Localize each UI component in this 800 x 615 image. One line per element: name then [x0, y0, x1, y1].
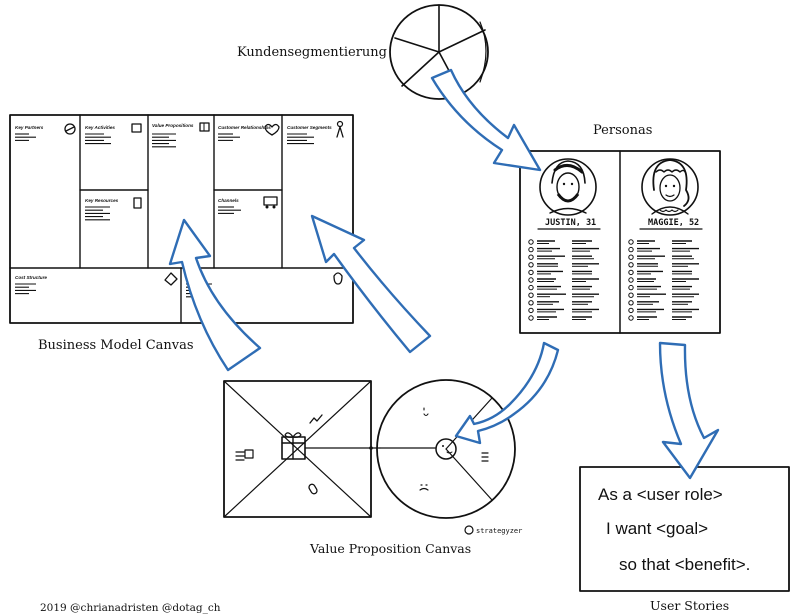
kundensegmentierung-label: Kundensegmentierung [237, 45, 387, 60]
persona-bullet-icon [528, 277, 534, 283]
persona-left-name: JUSTIN, 31 [545, 218, 596, 228]
persona-bullet-icon [528, 269, 534, 276]
bmc-person-icon [336, 120, 344, 138]
persona-bullet-icon [528, 262, 534, 268]
bmc-customer-relationships: Customer Relationships [218, 125, 271, 130]
persona-bullet-icon [528, 292, 534, 298]
personas-sheet: JUSTIN, 31 MAGGIE, 52 [519, 150, 721, 334]
bmc-channels: Channels [218, 198, 239, 203]
persona-bullet-icon [628, 284, 634, 291]
strategyzer-logo: strategyzer [476, 527, 522, 535]
persona-right-name: MAGGIE, 52 [648, 218, 699, 228]
arrow-personas-to-userstories [658, 341, 720, 480]
persona-bullet-icon [528, 239, 534, 245]
persona-bullet-icon [528, 284, 534, 291]
persona-bullet-icon [528, 254, 534, 260]
bmc-value-propositions: Value Propositions [152, 123, 194, 128]
persona-bullet-icon [628, 307, 634, 314]
bmc-activities-icon [131, 123, 142, 133]
bmc-cost-structure: Cost Structure [15, 275, 47, 280]
bmc-value-icon [199, 122, 210, 132]
bmc-key-resources: Key Resources [85, 198, 119, 203]
bmc-scribble-lines [15, 133, 314, 298]
persona-detail-lines [528, 239, 699, 321]
user-stories-label: User Stories [650, 598, 729, 613]
persona-bullet-icon [628, 277, 634, 283]
persona-avatar-right [641, 158, 699, 216]
arrow-vpc-to-bmc-left [168, 218, 262, 372]
personas-label: Personas [593, 123, 652, 138]
persona-bullet-icon [528, 246, 534, 253]
credit-line: 2019 @chrianadristen @dotag_ch [40, 602, 221, 614]
user-story-line-3: so that <benefit>. [619, 555, 750, 574]
arrow-vpc-to-bmc-right [310, 214, 432, 354]
arrow-personas-to-vpc [454, 341, 560, 445]
persona-bullet-icon [628, 300, 634, 306]
bmc-revenue-icon [333, 272, 343, 285]
user-story-line-2: I want <goal> [606, 519, 708, 538]
user-story-line-1: As a <user role> [598, 485, 723, 504]
bmc-partners-icon [64, 123, 76, 135]
persona-bullet-icon [628, 269, 634, 276]
bmc-key-activities: Key Activities [85, 125, 115, 130]
value-proposition-canvas-label: Value Proposition Canvas [309, 541, 471, 556]
bmc-resources-icon [133, 197, 142, 209]
persona-bullet-icon [628, 262, 634, 268]
bmc-customer-segments: Customer Segments [287, 125, 332, 130]
persona-bullet-icon [628, 239, 634, 245]
persona-bullet-icon [628, 246, 634, 253]
persona-bullet-icon [628, 315, 634, 321]
persona-bullet-icon [528, 307, 534, 314]
flow-arrows [168, 68, 720, 480]
bmc-truck-icon [263, 196, 278, 209]
persona-bullet-icon [628, 292, 634, 298]
persona-bullet-icon [528, 315, 534, 321]
bmc-key-partners: Key Partners [15, 125, 44, 130]
arrow-segmentation-to-personas [430, 68, 542, 172]
persona-bullet-icon [528, 300, 534, 306]
business-model-canvas-label: Business Model Canvas [38, 338, 194, 353]
user-story-card: As a <user role> I want <goal> so that <… [579, 466, 790, 592]
bmc-cost-icon [164, 272, 178, 286]
business-model-canvas: Key Partners Key Activities Value Propos… [9, 114, 354, 324]
persona-bullet-icon [628, 254, 634, 260]
bmc-heart-icon [264, 123, 280, 136]
value-proposition-canvas: strategyzer [223, 379, 522, 535]
persona-avatar-left [539, 158, 597, 216]
